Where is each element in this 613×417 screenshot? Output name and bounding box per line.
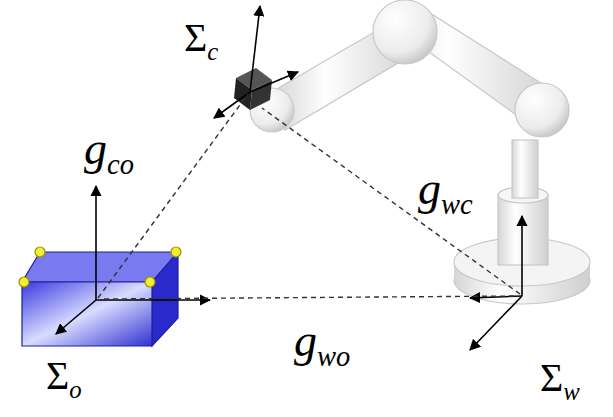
transform-line <box>98 94 520 299</box>
transform-label: gwc <box>418 166 473 212</box>
robot-arm <box>250 0 590 304</box>
object-box <box>19 247 181 346</box>
camera <box>234 68 272 110</box>
transform-label: gwo <box>294 318 350 364</box>
frame-label: Σw <box>540 358 580 398</box>
frame-label: Σc <box>184 18 218 58</box>
camera-frame <box>214 6 298 118</box>
world-frame <box>470 216 522 350</box>
frame-label: Σo <box>46 356 82 396</box>
object-frame <box>56 186 210 334</box>
transform-label: gco <box>84 126 134 172</box>
